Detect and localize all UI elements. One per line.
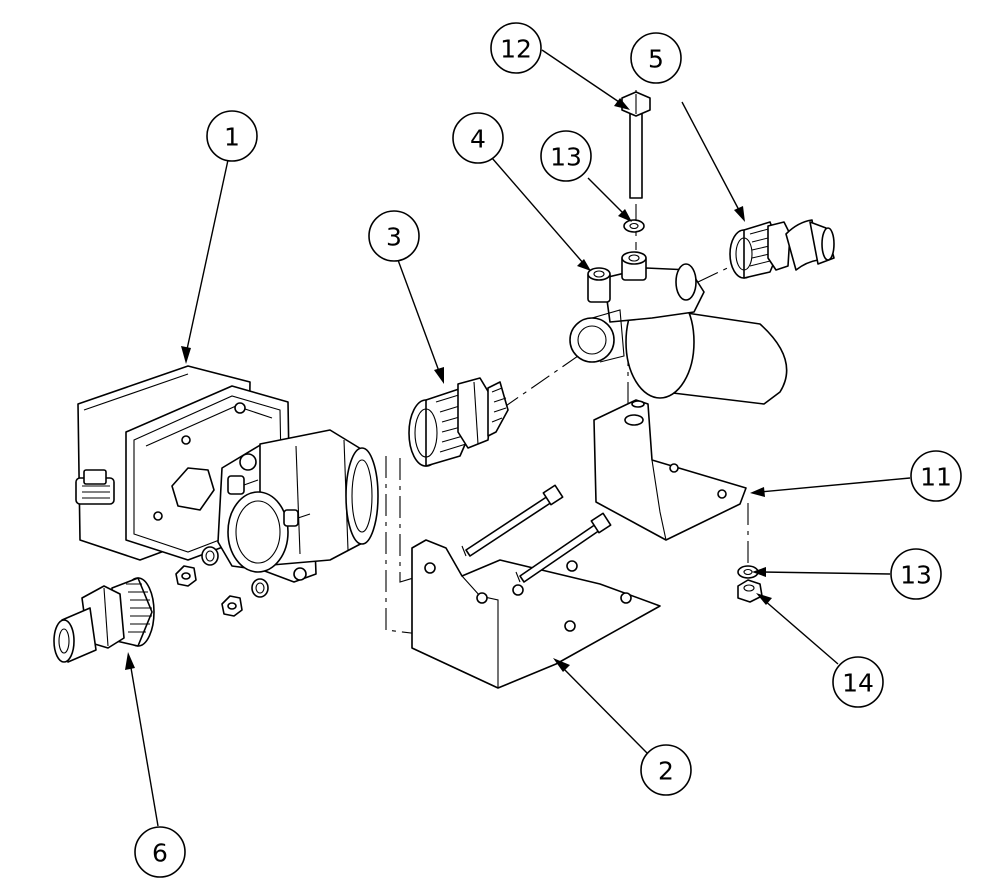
- balloon-12: 12: [490, 22, 542, 74]
- hex-bolt: [621, 91, 651, 199]
- balloon-6-label: 6: [152, 839, 168, 868]
- arrowhead-4: [577, 259, 591, 271]
- filter-bracket: [593, 399, 747, 541]
- leader-5: [681, 101, 741, 213]
- threaded-nipple: [408, 377, 509, 467]
- leader-lines: [125, 49, 911, 827]
- leader-4: [491, 157, 585, 265]
- leader-2: [559, 664, 649, 755]
- leader-12: [541, 49, 623, 105]
- hex-nut: [737, 579, 763, 603]
- balloon-13-top-label: 13: [550, 143, 582, 172]
- balloon-4-label: 4: [470, 125, 486, 154]
- elbow-hose-barb: [729, 219, 835, 279]
- arrowhead-12: [614, 98, 630, 110]
- arrowhead-13-bottom: [752, 567, 766, 577]
- balloon-14-label: 14: [842, 669, 874, 698]
- leader-1: [185, 159, 229, 355]
- balloon-13-bottom: 13: [890, 548, 942, 600]
- balloon-3: 3: [368, 210, 420, 262]
- filter-strainer-body: [569, 251, 788, 405]
- leader-14: [763, 599, 839, 665]
- balloon-6: 6: [134, 826, 186, 878]
- leader-13-top: [587, 177, 627, 217]
- balloon-1-label: 1: [224, 123, 240, 152]
- balloon-2: 2: [640, 744, 692, 796]
- leader-6: [129, 661, 159, 827]
- arrowhead-14: [756, 593, 772, 605]
- pump-motor-housing: [75, 365, 379, 583]
- balloon-11-label: 11: [920, 463, 952, 492]
- arrowhead-6: [125, 652, 135, 670]
- balloon-12-label: 12: [500, 35, 532, 64]
- part-balloons: 1 2 3 4 5 6 11 12: [134, 22, 962, 878]
- balloon-5: 5: [630, 32, 682, 84]
- arrowhead-3: [434, 367, 444, 384]
- balloon-1: 1: [206, 110, 258, 162]
- pump-mount-hardware: [175, 546, 269, 617]
- leader-3: [397, 259, 441, 375]
- arrowhead-13-top: [618, 209, 632, 222]
- balloon-5-label: 5: [648, 45, 664, 74]
- arrowhead-2: [553, 658, 570, 672]
- balloon-3-label: 3: [386, 223, 402, 252]
- arrowhead-11: [750, 487, 765, 497]
- arrowhead-1: [181, 346, 191, 364]
- balloon-13-bottom-label: 13: [900, 561, 932, 590]
- balloon-4: 4: [452, 112, 504, 164]
- pump-mounting-bracket: [411, 484, 661, 689]
- balloon-11: 11: [910, 450, 962, 502]
- leader-11: [759, 477, 911, 493]
- straight-hose-barb: [53, 577, 155, 663]
- balloon-14: 14: [832, 656, 884, 708]
- washer-top: [623, 219, 645, 233]
- leader-13-bottom: [761, 571, 891, 575]
- balloon-2-label: 2: [658, 757, 674, 786]
- balloon-13-top: 13: [540, 130, 592, 182]
- arrowhead-5: [734, 206, 745, 222]
